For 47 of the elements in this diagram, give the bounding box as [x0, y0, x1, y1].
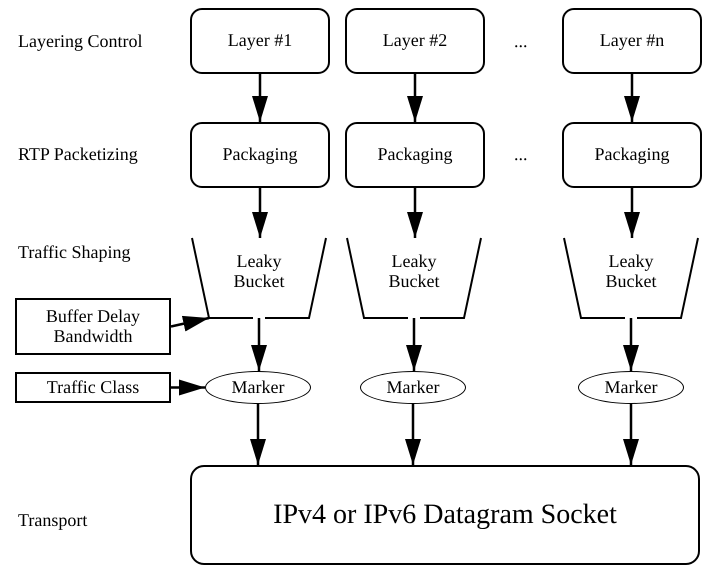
row-label: Traffic Shaping: [18, 242, 130, 263]
row-label: RTP Packetizing: [18, 144, 138, 165]
node-label: Leaky Bucket: [388, 252, 440, 292]
row-label: Layering Control: [18, 31, 142, 52]
arrow: [252, 188, 268, 238]
arrow: [250, 404, 266, 465]
process-box: [345, 8, 485, 74]
process-box: [562, 8, 702, 74]
process-box: [562, 122, 702, 188]
arrow: [407, 74, 423, 122]
input-box: [15, 298, 171, 355]
arrow: [624, 188, 640, 238]
arrow: [252, 74, 268, 122]
leaky-bucket: [564, 238, 698, 318]
arrow: [407, 188, 423, 238]
node-label: Marker: [604, 378, 658, 398]
row-label: Transport: [18, 510, 88, 531]
node-label: Packaging: [378, 145, 452, 165]
node-label: Marker: [386, 378, 440, 398]
arrow: [624, 74, 640, 122]
input-box: [15, 372, 171, 403]
process-box: [190, 8, 330, 74]
arrow: [171, 380, 205, 396]
leaky-bucket: [347, 238, 481, 318]
arrow: [623, 318, 639, 371]
node-label: Packaging: [594, 145, 670, 165]
arrow: [170, 316, 210, 332]
leaky-bucket: [192, 238, 326, 318]
process-box: [190, 122, 330, 188]
arrow: [406, 318, 422, 371]
socket-box: [190, 465, 700, 565]
ellipsis: ...: [514, 31, 528, 52]
process-box: [345, 122, 485, 188]
ellipsis: ...: [514, 144, 528, 165]
node-label: Buffer Delay Bandwidth: [44, 306, 142, 346]
arrow: [623, 404, 639, 465]
node-label: Marker: [232, 378, 284, 398]
node-label: IPv4 or IPv6 Datagram Socket: [273, 500, 617, 530]
node-label: Packaging: [222, 145, 298, 165]
node-label: Layer #2: [382, 31, 448, 51]
node-label: Layer #n: [600, 31, 664, 51]
node-label: Leaky Bucket: [232, 252, 286, 292]
arrow: [405, 404, 421, 465]
node-label: Layer #1: [228, 31, 292, 51]
node-label: Traffic Class: [46, 378, 140, 398]
node-label: Leaky Bucket: [604, 252, 658, 292]
arrow: [251, 318, 267, 371]
